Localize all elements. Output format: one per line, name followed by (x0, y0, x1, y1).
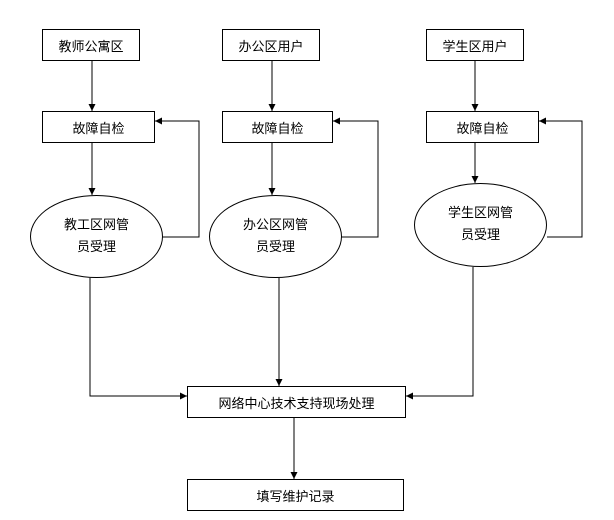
source-teacher-box: 教师公寓区 (42, 29, 140, 61)
source-office-box: 办公区用户 (222, 29, 320, 61)
arrow-teacher-admin-to-center (89, 278, 187, 400)
loop-student (539, 117, 583, 238)
self-check-office-box: 故障自检 (222, 111, 333, 143)
self-check-student-label: 故障自检 (456, 121, 509, 137)
self-check-office-label: 故障自检 (251, 121, 304, 137)
admin-student-line2: 员受理 (460, 228, 500, 243)
source-teacher-label: 教师公寓区 (58, 39, 124, 55)
loop-teacher (155, 117, 200, 238)
arrow-student-admin-to-center (406, 267, 474, 400)
network-center-label: 网络中心技术支持现场处理 (218, 396, 375, 412)
admin-office-ellipse: 办公区网管 员受理 (209, 195, 342, 278)
self-check-teacher-box: 故障自检 (42, 111, 155, 143)
maintenance-record-box: 填写维护记录 (187, 479, 404, 511)
admin-teacher-line2: 员受理 (76, 239, 116, 255)
maintenance-record-label: 填写维护记录 (256, 489, 335, 505)
admin-teacher-ellipse: 教工区网管 员受理 (30, 195, 163, 278)
self-check-student-box: 故障自检 (426, 111, 539, 143)
source-office-label: 办公区用户 (238, 39, 304, 55)
admin-student-ellipse: 学生区网管 员受理 (414, 183, 547, 267)
network-center-box: 网络中心技术支持现场处理 (187, 386, 406, 418)
self-check-teacher-label: 故障自检 (72, 121, 125, 137)
loop-office (333, 117, 379, 238)
admin-student-line1: 学生区网管 (447, 206, 513, 221)
admin-office-line2: 员受理 (255, 239, 295, 255)
source-student-box: 学生区用户 (426, 29, 524, 61)
admin-teacher-line1: 教工区网管 (63, 217, 129, 233)
admin-office-line1: 办公区网管 (242, 217, 308, 233)
source-student-label: 学生区用户 (442, 39, 508, 55)
